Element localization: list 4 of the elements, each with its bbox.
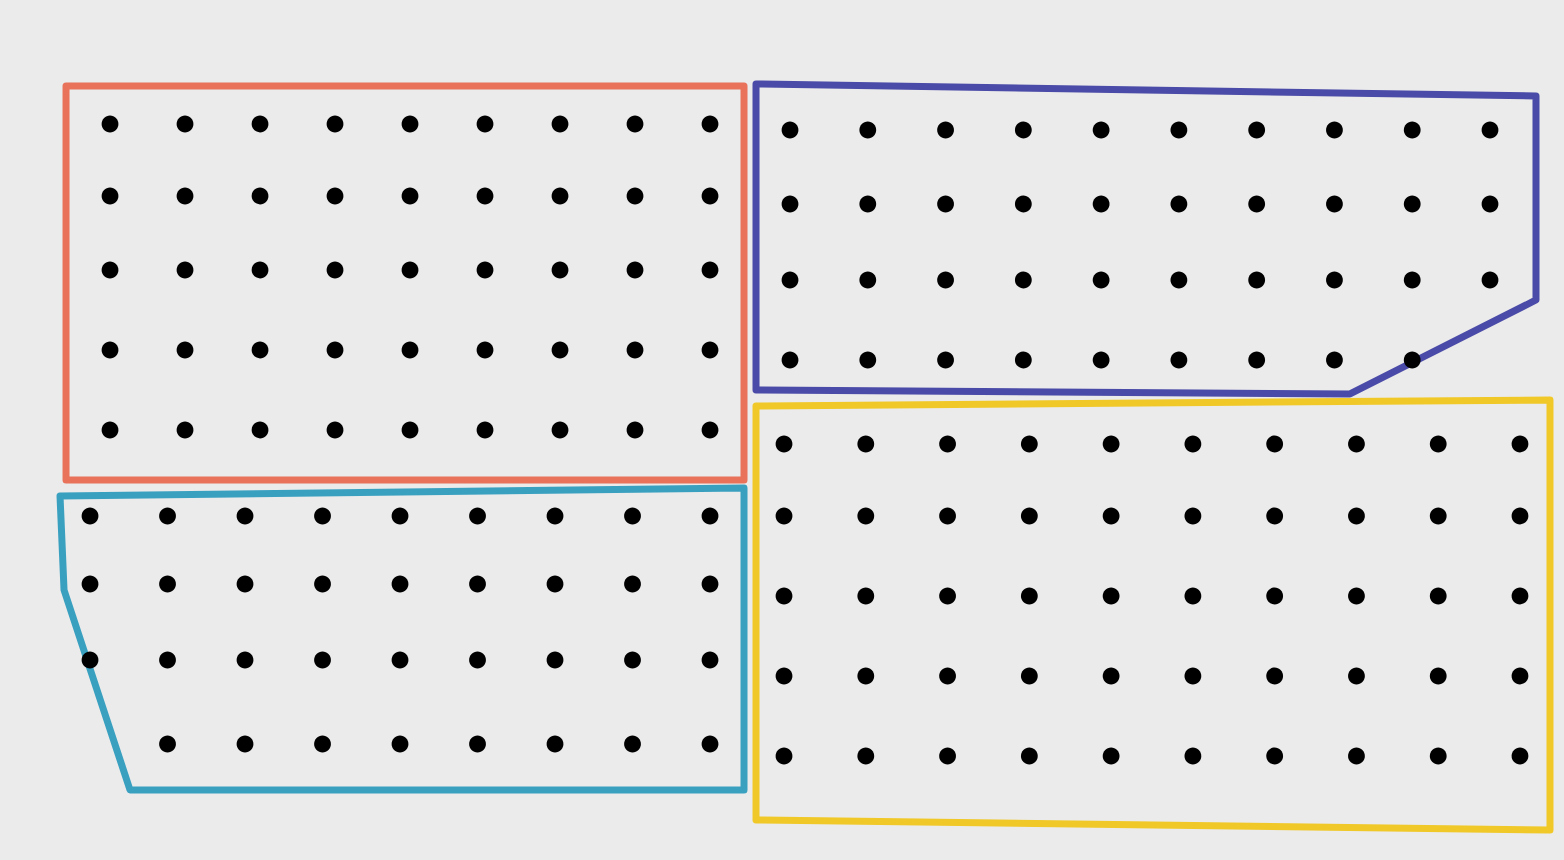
outlined-region xyxy=(752,396,1554,834)
outlined-region xyxy=(62,82,748,484)
outlined-region xyxy=(56,484,748,794)
outlined-region xyxy=(752,80,1540,398)
